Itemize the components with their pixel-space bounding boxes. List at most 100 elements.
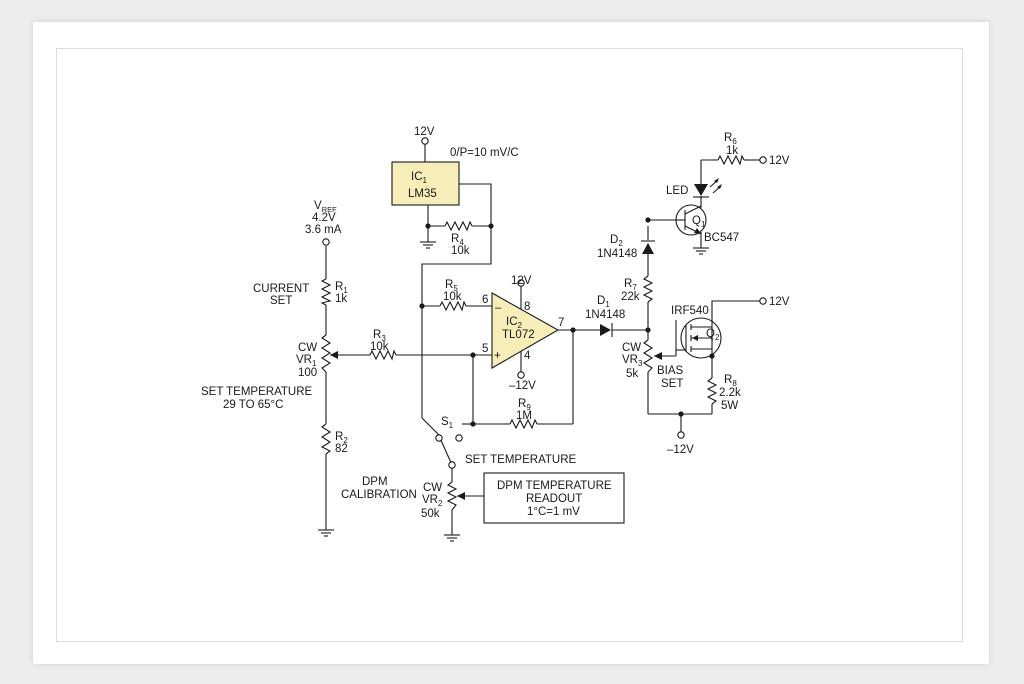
r6-supply-label: 12V — [769, 155, 790, 167]
d1-name-label: D1 — [597, 295, 610, 309]
opamp-ic2-body — [491, 292, 560, 369]
transistor-q1 — [675, 204, 707, 236]
ic2-name-label: IC2 — [506, 316, 523, 330]
d1-part-label: 1N4148 — [585, 309, 625, 321]
r7-name-label: R7 — [624, 278, 637, 292]
r9-name-label: R9 — [518, 398, 531, 412]
vr1-value-label: 100 — [298, 367, 317, 379]
dpm-calibration-label-line1: DPM — [362, 476, 388, 488]
r8-power-label: 5W — [721, 400, 738, 412]
d2-part-label: 1N4148 — [597, 248, 637, 260]
ground-symbol-vref — [318, 529, 334, 537]
r4-value-label: 10k — [451, 245, 470, 257]
ic2-vee-label: –12V — [509, 380, 536, 392]
pin8-label: 8 — [524, 301, 530, 313]
ic1-part-label: LM35 — [408, 188, 437, 200]
resistor-r5 — [439, 300, 467, 312]
vr3-name-label: VR3 — [622, 354, 643, 368]
ground-symbol-ic1 — [420, 241, 436, 249]
r5-value-label: 10k — [443, 291, 462, 303]
q2-part-label: IRF540 — [671, 305, 709, 317]
resistor-r3 — [369, 349, 397, 361]
vref-current-label: 3.6 mA — [305, 224, 342, 236]
mosfet-q2 — [676, 317, 722, 359]
r2-value-label: 82 — [335, 443, 348, 455]
r7-value-label: 22k — [621, 291, 640, 303]
junction-dots — [419, 217, 715, 427]
r6-name-label: R6 — [724, 132, 737, 146]
r6-value-label: 1k — [726, 145, 738, 157]
vr3-value-label: 5k — [626, 368, 638, 380]
dpm-readout-box — [483, 472, 625, 524]
ic1-output-label: 0/P=10 mV/C — [450, 147, 519, 159]
resistor-r8 — [706, 377, 718, 405]
current-set-label-line2: SET — [270, 295, 292, 307]
set-temperature-label-line1: SET TEMPERATURE — [201, 386, 313, 398]
vr1-cw-label: CW — [298, 342, 317, 354]
vr2-cw-label: CW — [423, 482, 442, 494]
vr2-name-label: VR2 — [422, 494, 443, 508]
led-label: LED — [666, 185, 688, 197]
set-temperature-label-line2: 29 TO 65°C — [223, 399, 283, 411]
resistor-r7 — [642, 275, 654, 303]
q1-name-label: Q1 — [692, 215, 706, 229]
ground-symbol-vr2 — [444, 534, 460, 542]
potentiometer-vr3 — [642, 339, 662, 373]
ic2-minus-label: – — [495, 302, 502, 314]
r9-value-label: 1M — [516, 410, 532, 422]
q1-part-label: BC547 — [704, 232, 739, 244]
resistor-r6 — [717, 154, 745, 166]
diode-d2 — [641, 240, 655, 254]
resistor-r4 — [444, 220, 473, 232]
ic1-vcc-label: 12V — [414, 126, 435, 138]
vref-name-label: VREF — [314, 200, 337, 214]
d2-name-label: D2 — [610, 234, 623, 248]
resistor-r9 — [509, 418, 538, 430]
pin6-label: 6 — [482, 294, 488, 306]
resistor-r1 — [320, 278, 332, 306]
bias-set-label-line2: SET — [661, 378, 683, 390]
dpm-box-line1: DPM TEMPERATURE — [497, 480, 612, 492]
set-temperature-switch-label: SET TEMPERATURE — [465, 454, 577, 466]
q2-supply-label: 12V — [769, 296, 790, 308]
r2-name-label: R2 — [335, 431, 348, 445]
resistor-r2 — [320, 423, 332, 455]
bias-set-label-line1: BIAS — [657, 365, 684, 377]
vr3-cw-label: CW — [622, 342, 641, 354]
current-set-label-line1: CURRENT — [253, 283, 309, 295]
r4-name-label: R4 — [451, 233, 464, 247]
negative-supply-label: –12V — [667, 444, 694, 456]
ic2-plus-label: + — [494, 350, 501, 362]
vr1-name-label: VR1 — [296, 354, 317, 368]
s1-name-label: S1 — [441, 416, 454, 430]
pin5-label: 5 — [482, 343, 488, 355]
vr2-value-label: 50k — [421, 508, 440, 520]
r8-value-label: 2.2k — [719, 387, 741, 399]
r8-name-label: R8 — [724, 374, 737, 388]
dpm-box-line2: READOUT — [526, 493, 582, 505]
figure-border — [56, 48, 963, 642]
r5-name-label: R5 — [445, 279, 458, 293]
wires — [325, 144, 760, 535]
ic1-lm35-body — [391, 161, 460, 206]
r1-name-label: R1 — [335, 281, 348, 295]
ic2-vcc-label: 12V — [511, 275, 532, 287]
r3-name-label: R3 — [373, 329, 386, 343]
ic2-part-label: TL072 — [502, 329, 535, 341]
dpm-box-line3: 1°C=1 mV — [527, 506, 580, 518]
pin4-label: 4 — [524, 350, 531, 362]
r3-value-label: 10k — [370, 341, 389, 353]
q2-name-label: Q2 — [706, 328, 720, 342]
vref-voltage-label: 4.2V — [312, 212, 336, 224]
potentiometer-vr1 — [320, 334, 338, 373]
pin7-label: 7 — [558, 317, 564, 329]
diode-d1 — [600, 323, 613, 337]
potentiometer-vr2 — [446, 481, 465, 511]
dpm-calibration-label-line2: CALIBRATION — [341, 489, 417, 501]
r1-value-label: 1k — [335, 293, 347, 305]
terminals — [322, 137, 767, 469]
led-diode — [693, 178, 722, 198]
ic1-name-label: IC1 — [411, 171, 428, 185]
ground-symbol-q1 — [693, 247, 709, 255]
